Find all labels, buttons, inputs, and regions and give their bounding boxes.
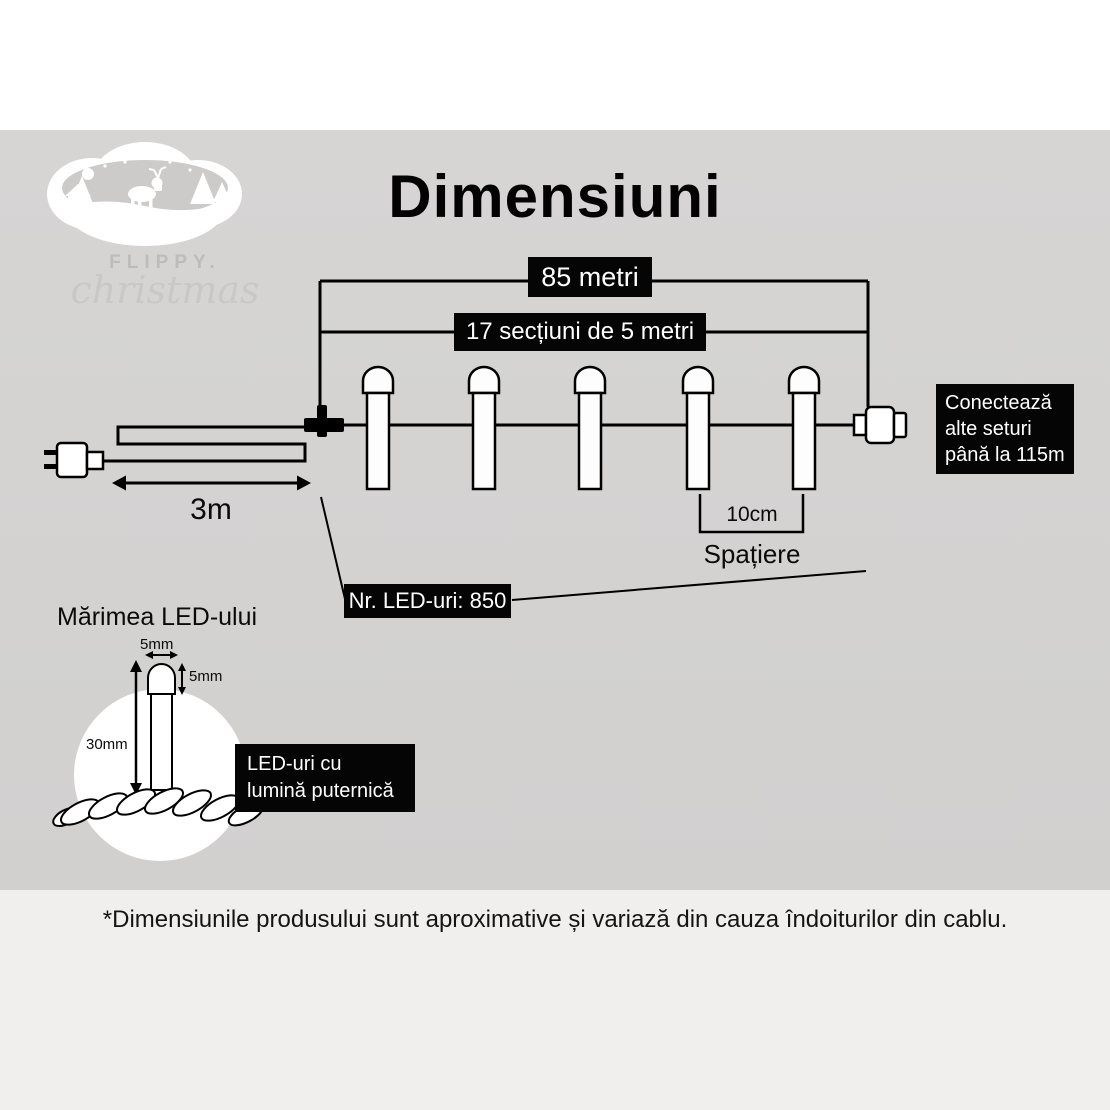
page-title: Dimensiuni [388,163,722,230]
deer-antlers-icon [148,166,167,179]
led-note-badge: LED-uri cu lumină puternică [235,744,415,812]
brand-script-name: christmas [70,268,260,312]
spacing-caption: Spațiere [703,539,801,569]
connect-note-badge: Conectează alte seturi până la 115m [936,384,1074,474]
spacing-value-label: 10cm [726,503,778,526]
bottom-light-background [0,890,1110,1110]
led-size-title: Mărimea LED-ului [57,603,258,631]
led-count-badge: Nr. LED-uri: 850 [344,584,511,618]
led-dome-height-label: 5mm [189,668,223,685]
snow-ground [65,201,226,230]
led-width-label: 5mm [140,636,174,653]
winter-scene-icons [65,160,231,210]
lead-length-label: 3m [190,493,232,526]
led-total-height-label: 30mm [86,736,128,753]
brand-logo-illustration [47,142,242,246]
brand-name: FLIPPY. [109,252,221,273]
sections-badge: 17 secțiuni de 5 metri [454,313,706,351]
footnote: *Dimensiunile produsului sunt aproximati… [102,906,1008,933]
total-length-badge: 85 metri [528,257,652,297]
